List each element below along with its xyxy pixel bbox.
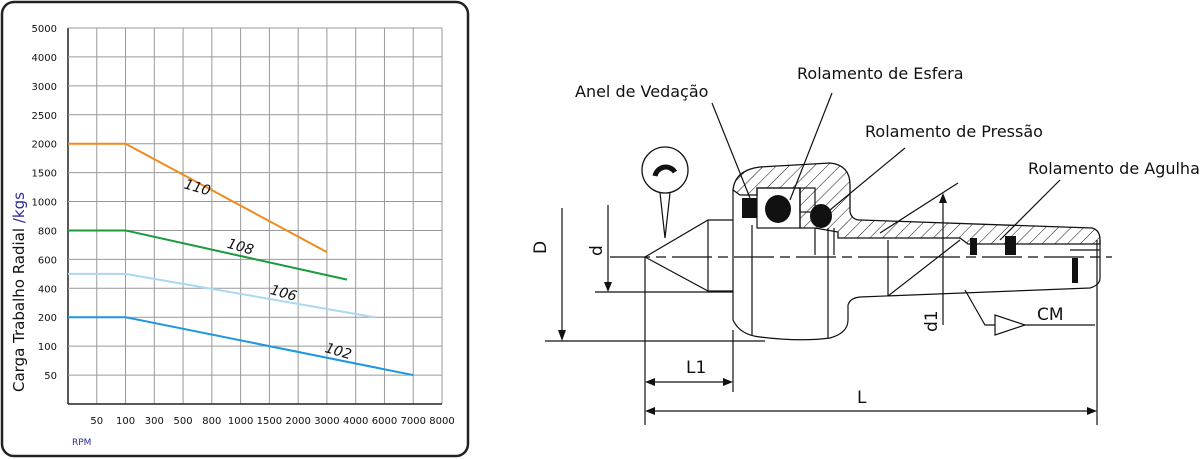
label-seal-ring: Anel de Vedação — [575, 82, 708, 101]
y-tick-label: 1000 — [32, 198, 57, 209]
needle-bearing-1 — [970, 238, 977, 255]
dim-CM: CM — [1037, 305, 1064, 325]
x-tick-label: 4000 — [343, 416, 368, 427]
needle-bearing-2 — [1005, 236, 1016, 255]
y-tick-label: 600 — [38, 255, 57, 266]
gauge-icon — [641, 146, 689, 239]
series-line-102 — [68, 316, 414, 377]
leader-lines — [711, 92, 1061, 241]
y-tick-label: 400 — [38, 284, 57, 295]
needle-bearing-3 — [1072, 258, 1078, 283]
chart-frame — [0, 0, 470, 458]
series-label-106: 106 — [268, 282, 298, 305]
x-tick-label: 50 — [90, 416, 103, 427]
x-tick-label: 500 — [174, 416, 193, 427]
series-line-106 — [68, 272, 375, 319]
y-tick-label: 1500 — [32, 169, 57, 180]
series-label-110: 110 — [182, 177, 212, 200]
y-tick-label: 3000 — [32, 82, 57, 93]
series-line-108 — [68, 229, 348, 281]
dimension-arrows — [558, 193, 1097, 415]
y-axis-ticks: 50 100 200 400 600 800 1000 1500 2000 2500 3000 400… — [32, 24, 57, 382]
body-outline — [644, 187, 1101, 341]
label-thrust-bearing: Rolamento de Pressão — [865, 122, 1043, 141]
series-label-102: 102 — [323, 340, 353, 363]
y-tick-label: 200 — [38, 313, 57, 324]
x-axis-label: RPM — [72, 438, 91, 448]
dimension-lines — [545, 200, 1098, 425]
x-tick-label: 6000 — [372, 416, 397, 427]
x-tick-label: 1000 — [228, 416, 253, 427]
x-tick-label: 300 — [145, 416, 164, 427]
y-tick-label: 4000 — [32, 53, 57, 64]
chart-series: 110 108 106 102 — [68, 142, 414, 377]
dim-L1: L1 — [686, 358, 706, 378]
chart-grid — [67, 27, 443, 405]
x-tick-label: 100 — [116, 416, 135, 427]
y-tick-label: 2000 — [32, 140, 57, 151]
series-line-110 — [68, 142, 328, 254]
x-tick-label: 3000 — [314, 416, 339, 427]
thrust-bearing — [810, 204, 832, 228]
ball-bearing — [765, 195, 791, 223]
dim-d: d — [587, 245, 607, 256]
y-axis-label: Carga Trabalho Radial /kgs — [10, 192, 28, 392]
dim-L: L — [857, 388, 867, 408]
x-tick-label: 7000 — [401, 416, 426, 427]
y-tick-label: 50 — [44, 371, 57, 382]
x-tick-label: 2000 — [285, 416, 310, 427]
y-tick-label: 800 — [38, 226, 57, 237]
x-tick-label: 800 — [202, 416, 221, 427]
dim-d1: d1 — [922, 310, 942, 332]
series-label-108: 108 — [225, 236, 255, 259]
dim-D: D — [531, 241, 551, 254]
label-ball-bearing: Rolamento de Esfera — [797, 64, 964, 83]
y-tick-label: 100 — [38, 342, 57, 353]
label-needle-bearing: Rolamento de Agulha — [1028, 159, 1200, 178]
x-tick-label: 1500 — [257, 416, 282, 427]
y-tick-label: 2500 — [32, 111, 57, 122]
y-tick-label: 5000 — [32, 24, 57, 35]
x-tick-label: 8000 — [429, 416, 454, 427]
seal-ring — [742, 198, 757, 218]
